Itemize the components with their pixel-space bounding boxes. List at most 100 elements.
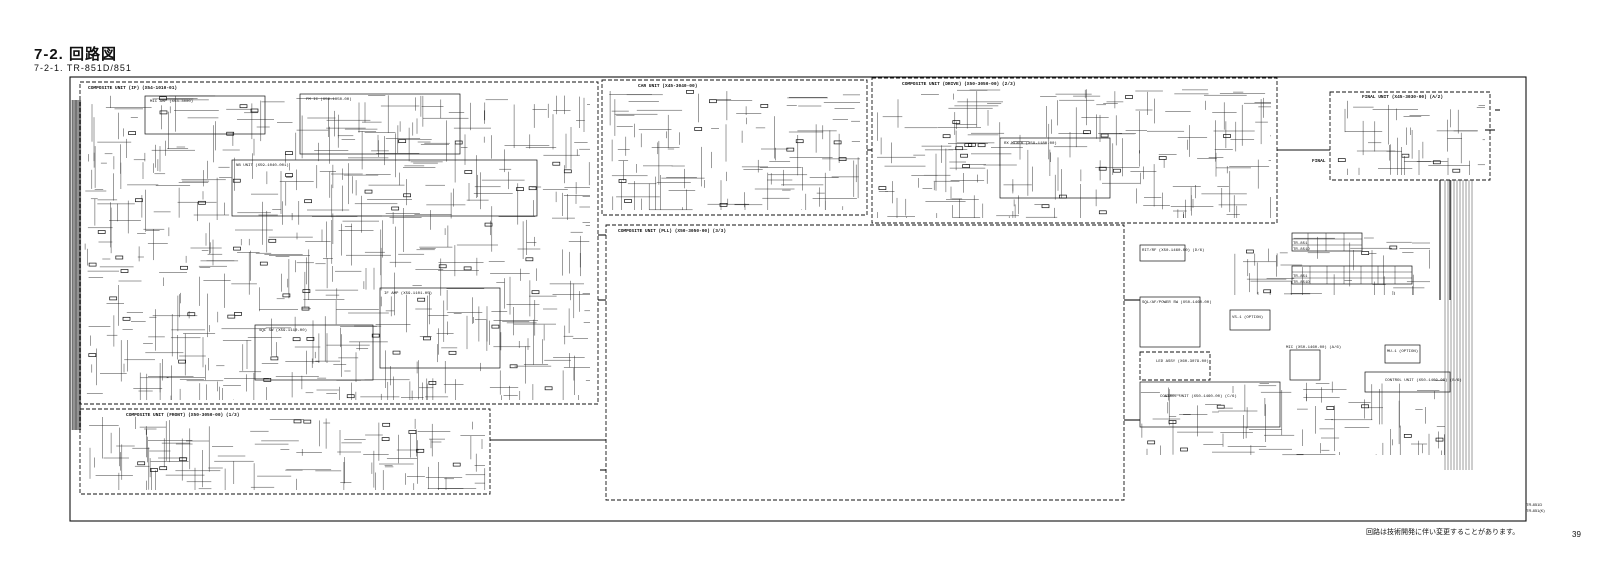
component-symbol: [115, 255, 124, 260]
component-symbol: [178, 359, 186, 364]
component-symbol: [1432, 160, 1441, 165]
label-composite-pll: COMPOSITE UNIT (PLL) (X50-3050-00) (3/3): [618, 228, 726, 234]
component-symbol: [282, 293, 291, 298]
component-symbol: [302, 289, 311, 293]
box-squelch: [254, 324, 374, 381]
component-symbol: [1098, 210, 1107, 215]
component-symbol: [1389, 245, 1398, 250]
component-symbol: [88, 353, 97, 357]
component-symbol: [528, 186, 537, 191]
component-symbol: [454, 140, 463, 145]
component-symbol: [1403, 434, 1412, 438]
label-if-amp: IF AMP (X59-1101-05): [384, 291, 432, 296]
label-sql-power-sw: SQL/AF/POWER SW (X50-1460-00): [1142, 300, 1212, 305]
component-symbol: [408, 430, 417, 434]
component-symbol: [187, 312, 196, 317]
schematic-frame: [69, 76, 1527, 522]
label-mic-amp: MIC AMP (X53-3000): [150, 99, 193, 104]
box-if-amp: [379, 287, 501, 369]
component-symbol: [159, 96, 167, 101]
component-symbol: [403, 193, 411, 198]
component-symbol: [1083, 130, 1091, 135]
component-symbol: [293, 419, 302, 424]
component-symbol: [381, 437, 390, 441]
component-symbol: [285, 151, 293, 155]
component-symbol: [1098, 166, 1107, 171]
label-final-unit: FINAL UNIT (X45-3030-00) (A/2): [1362, 94, 1443, 100]
component-symbol: [159, 110, 168, 115]
component-symbol: [382, 422, 391, 427]
box-fm-ic: [299, 93, 461, 155]
table-1-row-2-label: TR-851D: [1293, 248, 1310, 252]
component-symbol: [150, 468, 158, 472]
component-symbol: [438, 264, 447, 269]
component-symbol: [694, 127, 703, 131]
model-table-1: TR-851 TR-851D: [1291, 232, 1363, 252]
component-symbol: [686, 90, 694, 94]
component-symbol: [226, 131, 235, 136]
component-symbol: [786, 147, 795, 152]
component-symbol: [137, 461, 146, 466]
component-symbol: [135, 198, 143, 203]
component-symbol: [709, 99, 717, 104]
label-final: FINAL: [1312, 158, 1326, 164]
component-symbol: [122, 316, 131, 321]
component-symbol: [303, 419, 312, 424]
label-mic: MIC (X50-1460-00) (A/6): [1286, 345, 1341, 350]
box-vs-1: [1229, 309, 1271, 331]
component-symbol: [516, 187, 524, 191]
page-number: 39: [1572, 530, 1581, 539]
component-symbol: [301, 306, 310, 311]
component-symbol: [942, 134, 951, 139]
component-symbol: [1158, 156, 1167, 160]
component-symbol: [491, 324, 500, 329]
component-symbol: [364, 189, 373, 194]
component-symbol: [960, 153, 968, 158]
component-symbol: [1041, 204, 1050, 209]
component-symbol: [525, 257, 534, 262]
component-symbol: [304, 199, 312, 204]
component-symbol: [417, 297, 426, 302]
component-symbol: [962, 164, 970, 168]
table-2-row-1-label: TR-851: [1293, 275, 1308, 279]
label-control-unit-b: CONTROL UNIT (X50-1460-00) (B/6): [1385, 378, 1462, 383]
component-symbol: [292, 337, 301, 342]
component-symbol: [838, 157, 847, 161]
component-symbol: [109, 296, 118, 301]
model-table-2: TR-851 TR-851D: [1291, 265, 1413, 285]
component-symbol: [371, 333, 380, 338]
component-symbol: [268, 238, 277, 243]
component-symbol: [233, 246, 241, 251]
component-symbol: [1361, 251, 1370, 255]
component-symbol: [306, 337, 315, 341]
page-subheading: 7-2-1. TR-851D/851: [34, 63, 132, 73]
label-control-unit-a: CONTROL UNIT (X50-1460-00) (C/6): [1160, 394, 1237, 399]
component-symbol: [1147, 440, 1156, 445]
component-symbol: [1059, 194, 1067, 199]
component-symbol: [423, 336, 431, 341]
component-symbol: [285, 173, 293, 177]
component-symbol: [760, 104, 769, 108]
component-symbol: [392, 350, 401, 355]
component-symbol: [952, 120, 961, 124]
component-symbol: [509, 364, 518, 369]
component-symbol: [544, 386, 553, 391]
component-symbol: [239, 104, 248, 109]
component-symbol: [878, 186, 887, 190]
box-composite-front: [79, 408, 491, 495]
component-symbol: [97, 230, 106, 234]
component-symbol: [232, 178, 241, 183]
component-symbol: [955, 146, 964, 151]
component-symbol: [1125, 95, 1133, 99]
box-rit-rf: [1139, 244, 1186, 262]
component-symbol: [263, 378, 272, 382]
component-symbol: [398, 139, 407, 143]
component-symbol: [128, 131, 136, 135]
box-final-unit: [1329, 91, 1491, 181]
component-symbol: [1180, 447, 1188, 452]
component-symbol: [977, 143, 986, 148]
label-car-unit: CAR UNIT (X45-3040-00): [638, 83, 697, 89]
component-symbol: [563, 169, 572, 174]
component-symbol: [552, 161, 561, 166]
component-symbol: [259, 261, 268, 266]
